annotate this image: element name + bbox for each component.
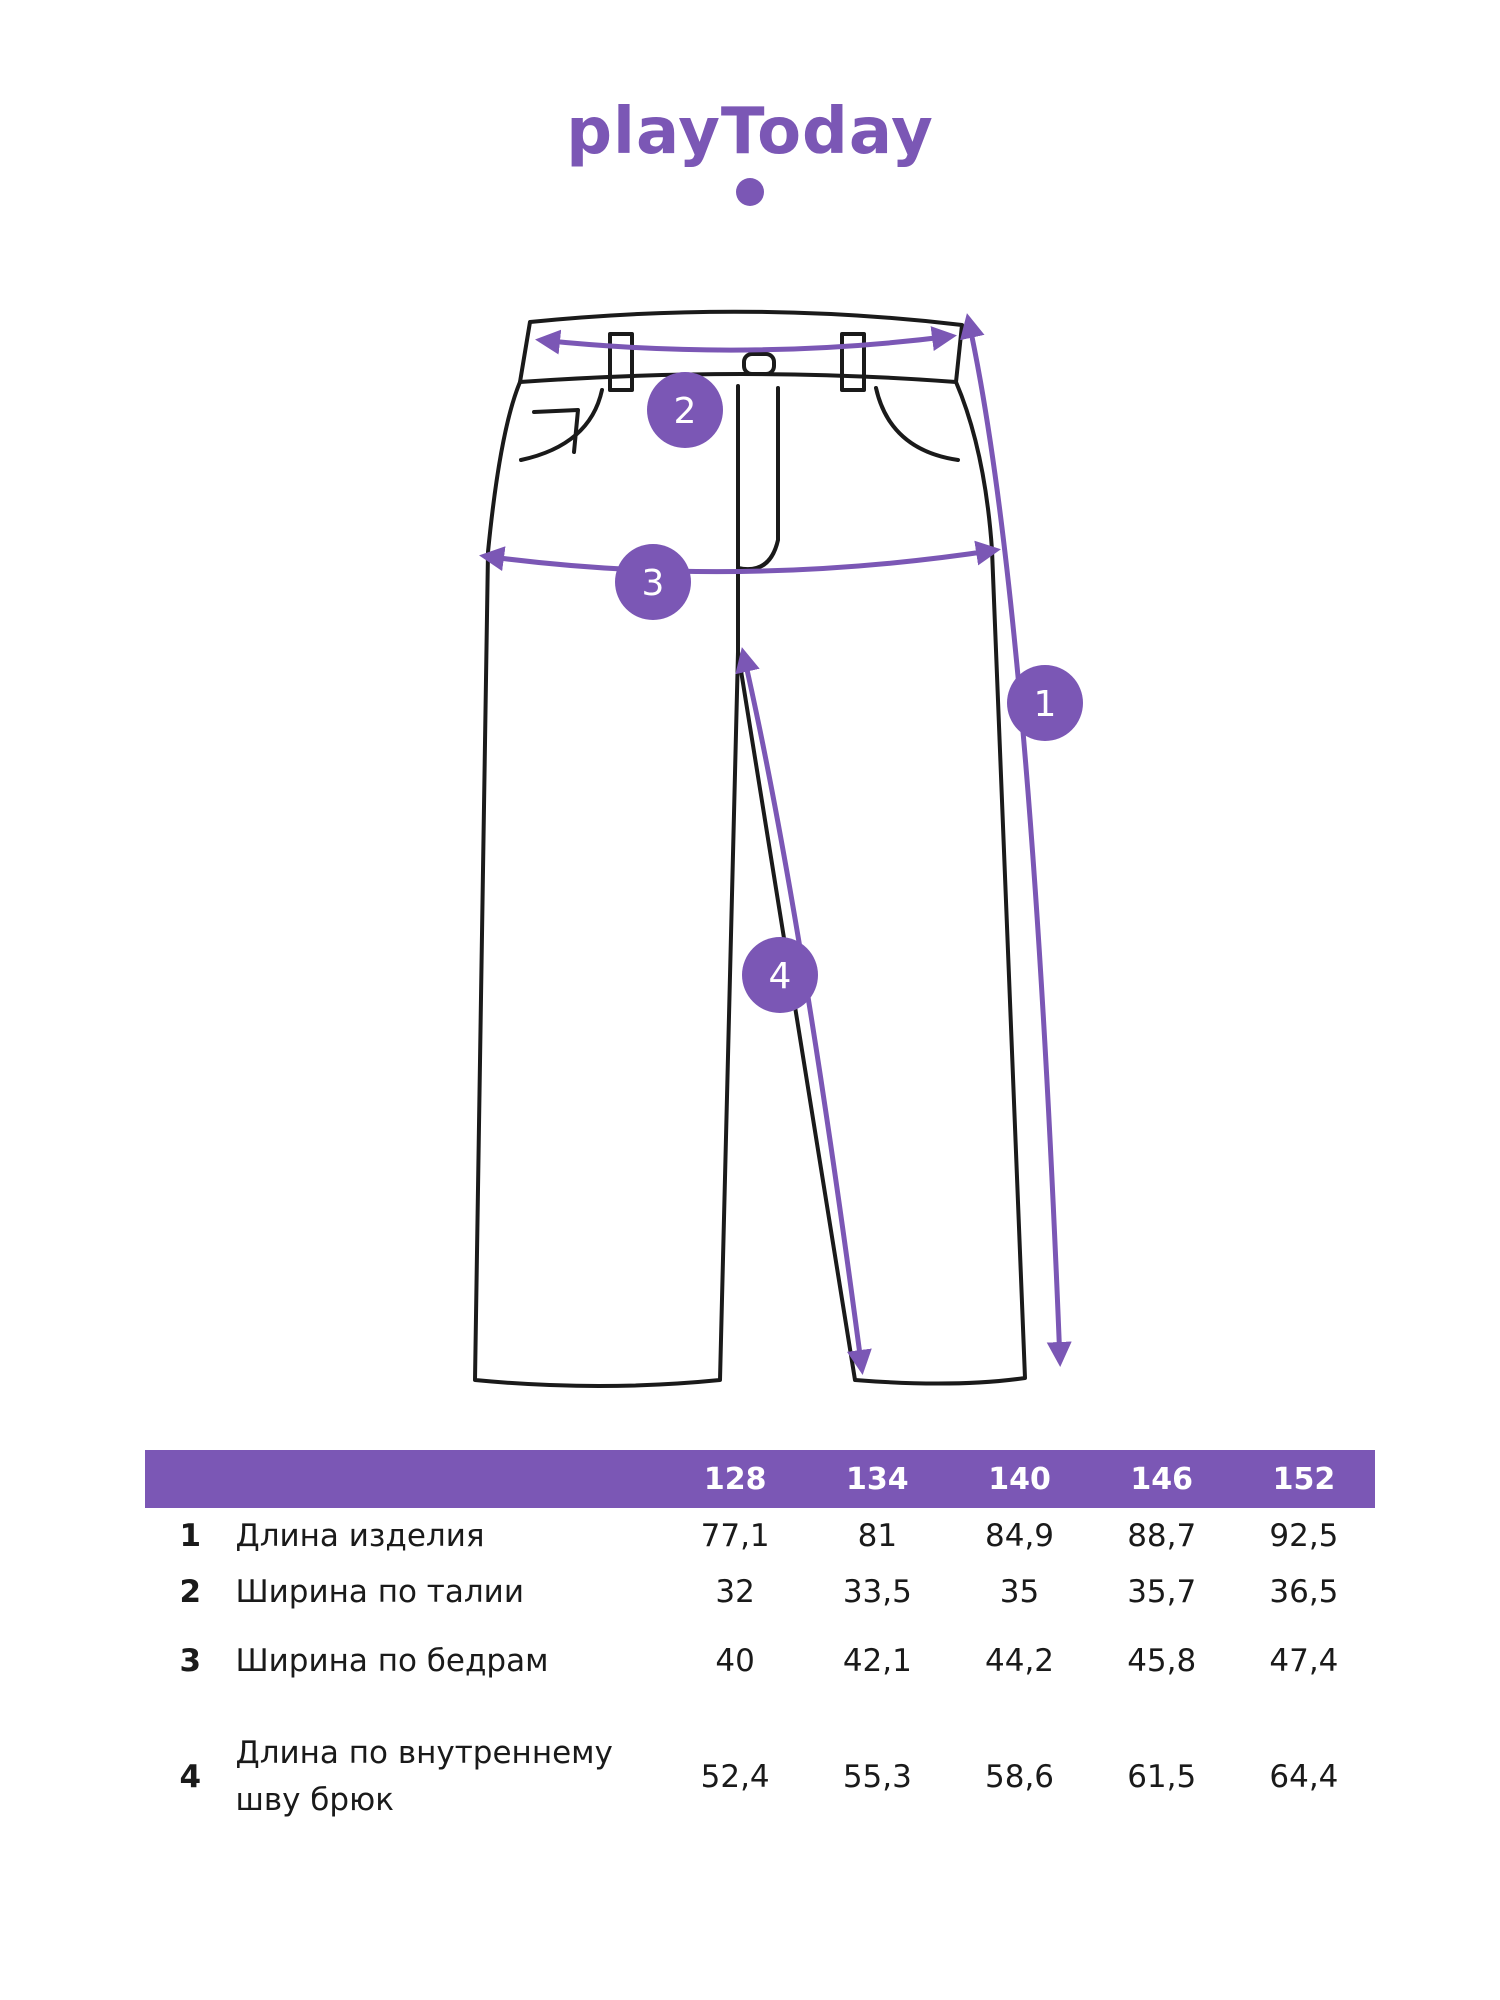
size-header: 140: [988, 1461, 1051, 1497]
badge-1: 1: [1007, 665, 1083, 741]
row-label: Ширина по бедрам: [235, 1642, 549, 1679]
measure-lines: [479, 313, 1072, 1375]
cell-value: 42,1: [842, 1643, 912, 1679]
cell-value: 52,4: [700, 1759, 770, 1795]
svg-text:1: 1: [1034, 684, 1057, 725]
cell-value: 77,1: [700, 1518, 770, 1554]
svg-text:4: 4: [769, 956, 792, 997]
pants-outline: [473, 309, 1027, 1388]
size-header: 128: [703, 1461, 767, 1497]
cell-value: 81: [857, 1518, 898, 1554]
row-number: 2: [179, 1574, 202, 1610]
row-label: Ширина по талии: [235, 1573, 524, 1610]
cell-value: 35: [999, 1574, 1040, 1610]
badge-2: 2: [647, 372, 723, 448]
logo-dot: [736, 178, 764, 206]
table-row: 2 Ширина по талии 32 33,5 35 35,7 36,5: [145, 1564, 1375, 1620]
button: [742, 352, 776, 376]
size-header-row: 128 134 140 146 152: [145, 1450, 1375, 1508]
row-number: 1: [179, 1518, 202, 1554]
brand-logo: playToday: [0, 95, 1500, 169]
measure-hips: [479, 540, 1001, 575]
size-header: 152: [1272, 1461, 1336, 1497]
table-row: 4 Длина по внутреннему шву брюк 52,4 55,…: [145, 1702, 1375, 1852]
cell-value: 40: [715, 1643, 755, 1679]
cell-value: 33,5: [842, 1574, 912, 1610]
svg-text:3: 3: [642, 563, 665, 604]
size-table: 128 134 140 146 152 1 Длина изделия 77,1…: [145, 1450, 1375, 1852]
cell-value: 92,5: [1269, 1518, 1339, 1554]
size-header: 146: [1130, 1461, 1194, 1497]
svg-text:2: 2: [674, 391, 697, 432]
right-leg: [736, 380, 1027, 1386]
cell-value: 36,5: [1269, 1574, 1339, 1610]
cell-value: 44,2: [985, 1643, 1055, 1679]
belt-loop-left: [608, 332, 634, 392]
size-header: 134: [846, 1461, 909, 1497]
table-row: 1 Длина изделия 77,1 81 84,9 88,7 92,5: [145, 1508, 1375, 1564]
waistband: [518, 309, 964, 384]
pocket-right: [874, 386, 960, 462]
logo-text: playToday: [566, 95, 934, 169]
table-row: 3 Ширина по бедрам 40 42,1 44,2 45,8 47,…: [145, 1620, 1375, 1702]
row-label: Длина изделия: [235, 1517, 485, 1554]
row-label: Длина по внутреннему шву брюк: [235, 1735, 613, 1818]
cell-value: 58,6: [985, 1759, 1055, 1795]
cell-value: 55,3: [842, 1759, 912, 1795]
badge-3: 3: [615, 544, 691, 620]
badge-4: 4: [742, 937, 818, 1013]
cell-value: 88,7: [1127, 1518, 1197, 1554]
pocket-left: [519, 388, 604, 462]
cell-value: 47,4: [1269, 1643, 1339, 1679]
measure-badges: 1 2 3 4: [615, 372, 1083, 1013]
row-number: 4: [179, 1759, 202, 1795]
left-leg: [473, 380, 740, 1388]
cell-value: 61,5: [1127, 1759, 1197, 1795]
cell-value: 35,7: [1127, 1574, 1197, 1610]
row-number: 3: [179, 1643, 202, 1679]
cell-value: 84,9: [985, 1518, 1055, 1554]
belt-loop-right: [840, 332, 866, 392]
cell-value: 32: [715, 1574, 755, 1610]
cell-value: 45,8: [1127, 1643, 1197, 1679]
coin-pocket: [532, 408, 580, 454]
measure-waist: [535, 326, 957, 355]
measure-inseam: [735, 647, 872, 1375]
fly: [736, 384, 780, 572]
cell-value: 64,4: [1269, 1759, 1339, 1795]
